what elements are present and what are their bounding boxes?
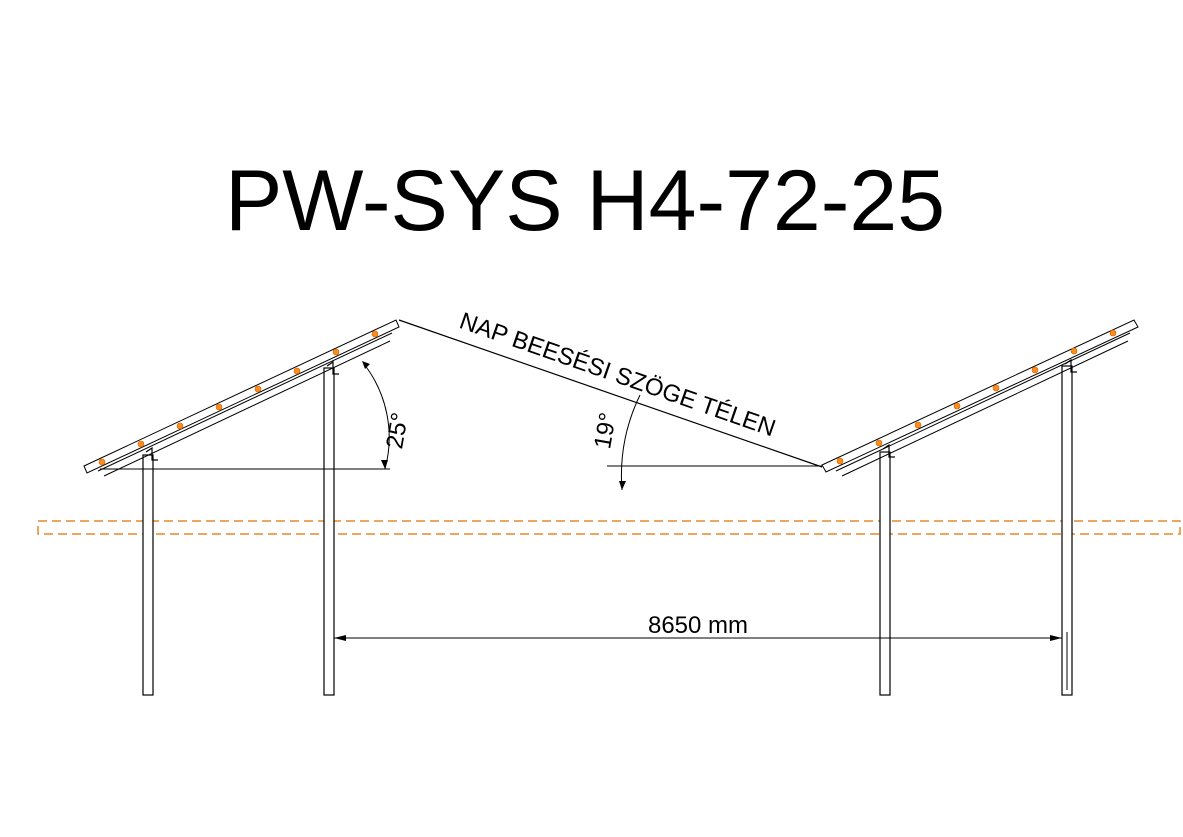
clamp-dot <box>875 439 883 447</box>
sun-angle-value-label: 19° <box>589 410 622 450</box>
right-panel-clamps <box>836 329 1117 465</box>
left-panel-rail-lower <box>103 340 391 477</box>
clamp-dot <box>836 457 844 465</box>
right-solar-panel <box>821 319 1139 473</box>
left-mounting-structure: 25° <box>83 319 414 696</box>
sun-angle-arc <box>620 394 641 491</box>
right-rear-post <box>1061 365 1073 696</box>
clamp-dot <box>992 384 1000 392</box>
right-front-post <box>879 451 891 696</box>
clamp-dot <box>98 458 106 466</box>
clamp-dot <box>215 403 223 411</box>
right-mounting-structure <box>821 319 1139 696</box>
right-front-bracket <box>882 443 895 458</box>
clamp-dot <box>1031 366 1039 374</box>
right-panel-rail <box>835 332 1131 472</box>
left-rear-bracket <box>326 360 339 375</box>
dimension-arrow-right <box>1050 635 1062 641</box>
diagram-title: PW-SYS H4-72-25 <box>225 153 945 249</box>
clamp-dot <box>293 367 301 375</box>
ground-level-line <box>37 520 1181 535</box>
left-tilt-arrow-top <box>362 361 370 369</box>
left-rear-post <box>323 367 335 696</box>
sun-angle-arrow <box>619 481 626 490</box>
span-dimension: 8650 mm <box>333 612 1068 690</box>
sun-angle-line <box>398 319 823 468</box>
left-solar-panel <box>83 319 400 474</box>
left-tilt-angle-arc <box>363 363 390 470</box>
panel-tilt-angle-label: 25° <box>381 410 414 450</box>
clamp-dot <box>332 348 340 356</box>
left-panel-rail <box>97 332 393 472</box>
clamp-dot <box>953 402 961 410</box>
right-rear-bracket <box>1064 358 1077 373</box>
span-dimension-label: 8650 mm <box>648 612 748 639</box>
dimension-arrow-left <box>334 635 346 641</box>
left-tilt-arrow <box>381 460 388 469</box>
clamp-dot <box>1070 347 1078 355</box>
clamp-dot <box>254 385 262 393</box>
clamp-dot <box>914 421 922 429</box>
clamp-dot <box>1109 329 1117 337</box>
clamp-dot <box>371 330 379 338</box>
clamp-dot <box>137 440 145 448</box>
clamp-dot <box>176 422 184 430</box>
left-panel-clamps <box>98 330 379 466</box>
left-front-bracket <box>145 446 158 461</box>
left-front-post <box>142 454 154 696</box>
right-panel-rail-lower <box>841 340 1129 477</box>
